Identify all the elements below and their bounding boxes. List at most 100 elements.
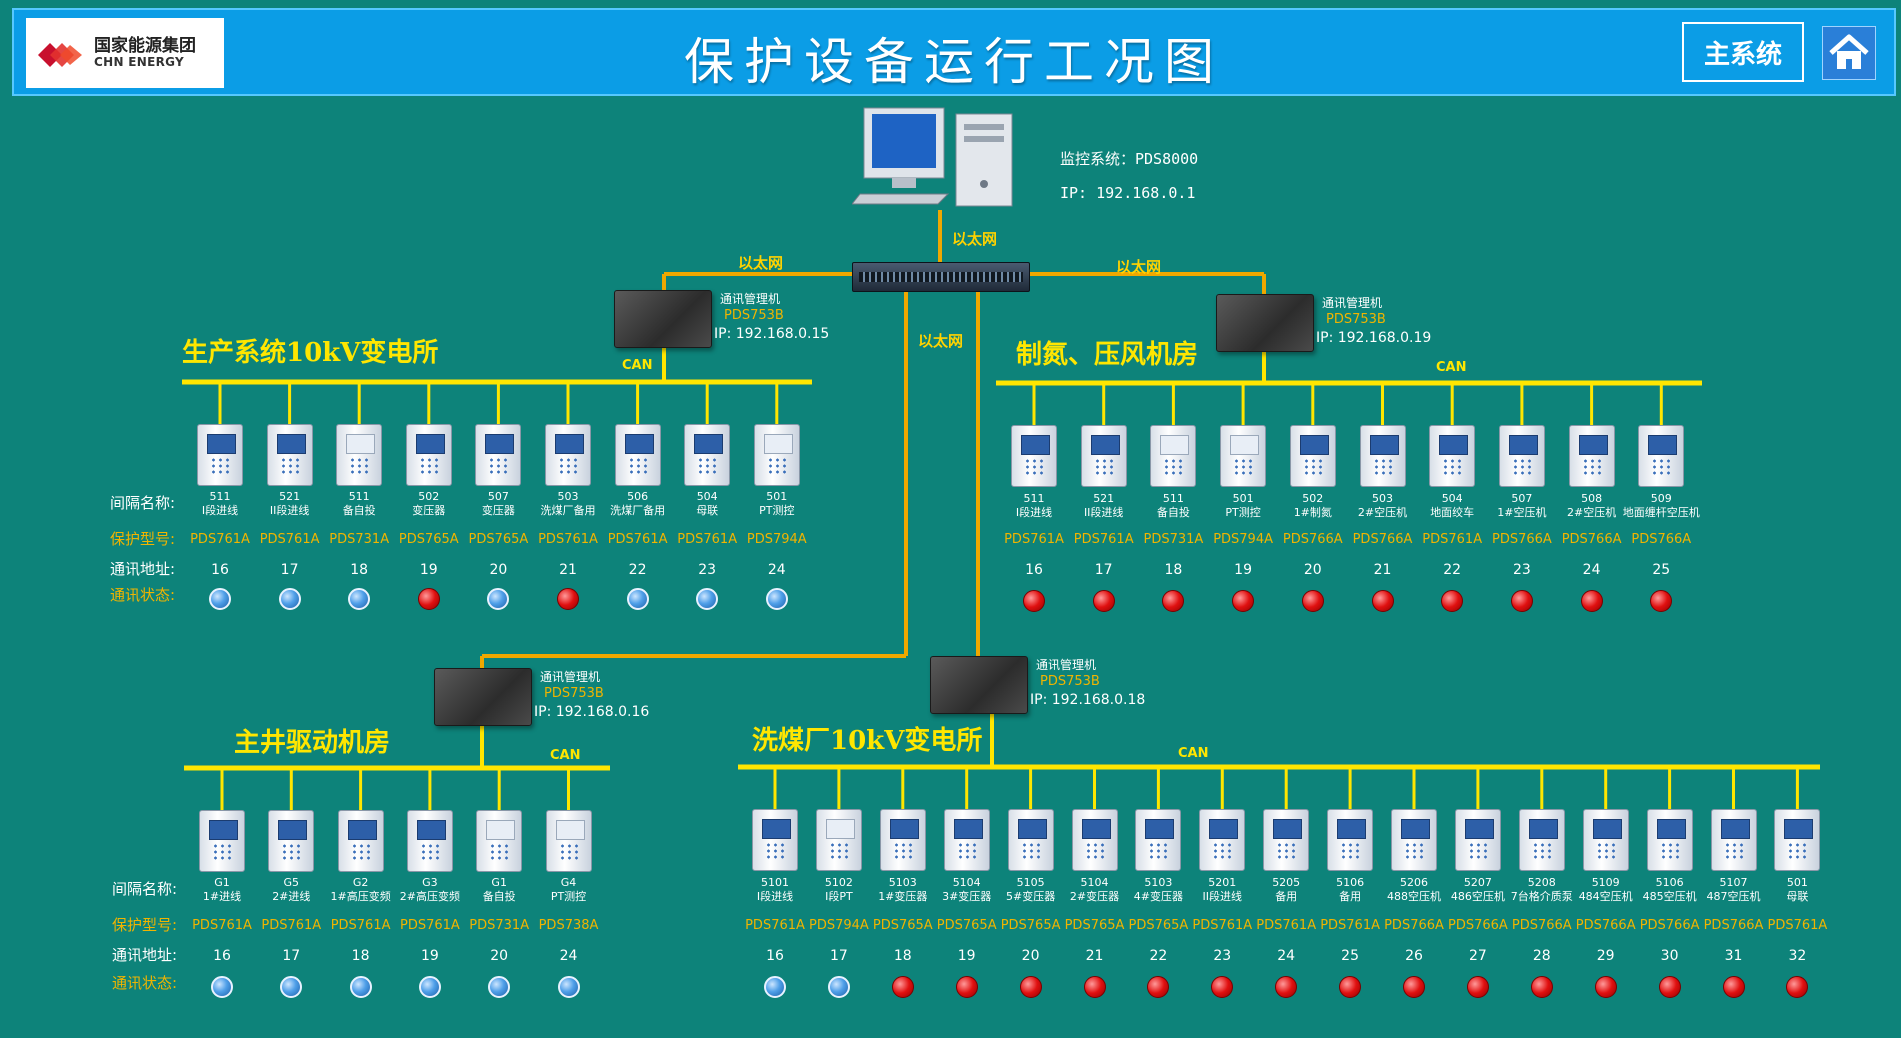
- status-ok-indicator[interactable]: [280, 976, 303, 998]
- status-ok-indicator[interactable]: [418, 976, 441, 998]
- protection-device-icon[interactable]: [1011, 425, 1057, 487]
- protection-device-icon[interactable]: [752, 809, 798, 871]
- protection-device-icon[interactable]: [1638, 425, 1685, 487]
- protection-device-icon[interactable]: [614, 424, 661, 486]
- status-ok-indicator[interactable]: [765, 588, 788, 610]
- status-ok-indicator[interactable]: [349, 976, 372, 998]
- status-fault-indicator[interactable]: [1339, 976, 1362, 998]
- status-fault-indicator[interactable]: [1371, 590, 1394, 612]
- comm-address: 17: [1094, 562, 1113, 578]
- protection-device-icon[interactable]: [405, 424, 452, 486]
- protection-device-icon[interactable]: [1498, 425, 1545, 487]
- gateway-ip: IP: 192.168.0.16: [534, 704, 650, 720]
- status-fault-indicator[interactable]: [417, 588, 440, 610]
- protection-device-icon[interactable]: [1359, 425, 1406, 487]
- home-button[interactable]: [1822, 26, 1876, 80]
- status-fault-indicator[interactable]: [1083, 976, 1106, 998]
- status-fault-indicator[interactable]: [1510, 590, 1533, 612]
- protection-device-icon[interactable]: [545, 810, 592, 872]
- status-fault-indicator[interactable]: [1466, 976, 1489, 998]
- status-ok-indicator[interactable]: [626, 588, 649, 610]
- protection-device-icon[interactable]: [1710, 809, 1757, 871]
- protection-device-icon[interactable]: [1454, 809, 1501, 871]
- protection-device-icon[interactable]: [815, 809, 862, 871]
- protection-device-icon[interactable]: [753, 424, 800, 486]
- status-ok-indicator[interactable]: [488, 976, 511, 998]
- status-fault-indicator[interactable]: [1786, 976, 1809, 998]
- status-fault-indicator[interactable]: [1301, 590, 1324, 612]
- main-system-button[interactable]: 主系统: [1682, 22, 1804, 82]
- protection-device-icon[interactable]: [879, 809, 926, 871]
- monitor-computer-icon[interactable]: [850, 104, 1020, 220]
- status-fault-indicator[interactable]: [1211, 976, 1234, 998]
- protection-device-icon[interactable]: [1199, 809, 1246, 871]
- status-ok-indicator[interactable]: [827, 976, 850, 998]
- status-ok-indicator[interactable]: [278, 588, 301, 610]
- status-fault-indicator[interactable]: [1650, 590, 1673, 612]
- protection-device-icon[interactable]: [476, 810, 523, 872]
- protection-device-icon[interactable]: [199, 810, 245, 872]
- protection-device-icon[interactable]: [545, 424, 591, 486]
- protection-model: PDS766A: [1631, 532, 1692, 547]
- status-ok-indicator[interactable]: [487, 588, 510, 610]
- gateway-device-icon[interactable]: [434, 668, 532, 726]
- status-fault-indicator[interactable]: [1019, 976, 1042, 998]
- status-fault-indicator[interactable]: [1147, 976, 1170, 998]
- protection-device-icon[interactable]: [943, 809, 990, 871]
- protection-device-icon[interactable]: [1582, 809, 1629, 871]
- status-fault-indicator[interactable]: [1530, 976, 1553, 998]
- protection-device-icon[interactable]: [336, 424, 383, 486]
- status-fault-indicator[interactable]: [1092, 590, 1115, 612]
- comm-address: 17: [282, 948, 301, 964]
- status-fault-indicator[interactable]: [1232, 590, 1255, 612]
- protection-device-icon[interactable]: [268, 810, 315, 872]
- status-ok-indicator[interactable]: [211, 976, 233, 998]
- protection-device-icon[interactable]: [1774, 809, 1821, 871]
- protection-device-icon[interactable]: [1429, 425, 1476, 487]
- gateway-device-icon[interactable]: [614, 290, 712, 348]
- device-keypad: [1093, 458, 1116, 476]
- bay-description: 486空压机: [1450, 890, 1505, 903]
- protection-device-icon[interactable]: [266, 424, 313, 486]
- status-fault-indicator[interactable]: [1580, 590, 1603, 612]
- status-fault-indicator[interactable]: [557, 588, 579, 610]
- protection-device-icon[interactable]: [1568, 425, 1615, 487]
- protection-device-icon[interactable]: [1071, 809, 1118, 871]
- ethernet-switch-icon[interactable]: [852, 262, 1030, 292]
- status-fault-indicator[interactable]: [1722, 976, 1745, 998]
- protection-device-icon[interactable]: [1080, 425, 1127, 487]
- protection-device-icon[interactable]: [1327, 809, 1374, 871]
- protection-device-icon[interactable]: [1135, 809, 1182, 871]
- status-fault-indicator[interactable]: [1658, 976, 1681, 998]
- gateway-device-icon[interactable]: [1216, 294, 1314, 352]
- protection-device-icon[interactable]: [337, 810, 384, 872]
- status-fault-indicator[interactable]: [1275, 976, 1298, 998]
- protection-device-icon[interactable]: [1220, 425, 1267, 487]
- comm-address: 24: [1582, 562, 1601, 578]
- status-ok-indicator[interactable]: [764, 976, 786, 998]
- status-fault-indicator[interactable]: [1441, 590, 1464, 612]
- status-fault-indicator[interactable]: [955, 976, 978, 998]
- protection-device-icon[interactable]: [1007, 809, 1054, 871]
- status-ok-indicator[interactable]: [696, 588, 719, 610]
- status-fault-indicator[interactable]: [1023, 590, 1045, 612]
- protection-device-icon[interactable]: [1150, 425, 1197, 487]
- protection-device-icon[interactable]: [406, 810, 453, 872]
- status-fault-indicator[interactable]: [1162, 590, 1185, 612]
- protection-device-icon[interactable]: [1518, 809, 1565, 871]
- protection-device-icon[interactable]: [475, 424, 522, 486]
- status-ok-indicator[interactable]: [557, 976, 580, 998]
- status-fault-indicator[interactable]: [1403, 976, 1425, 998]
- status-fault-indicator[interactable]: [891, 976, 914, 998]
- protection-device-icon[interactable]: [1391, 809, 1437, 871]
- status-ok-indicator[interactable]: [209, 588, 231, 610]
- protection-device-icon[interactable]: [197, 424, 243, 486]
- protection-device-icon[interactable]: [1646, 809, 1693, 871]
- protection-device-icon[interactable]: [1263, 809, 1310, 871]
- status-ok-indicator[interactable]: [348, 588, 371, 610]
- bay-number: 5103: [1144, 876, 1173, 889]
- protection-device-icon[interactable]: [684, 424, 731, 486]
- protection-device-icon[interactable]: [1289, 425, 1336, 487]
- gateway-device-icon[interactable]: [930, 656, 1028, 714]
- status-fault-indicator[interactable]: [1594, 976, 1617, 998]
